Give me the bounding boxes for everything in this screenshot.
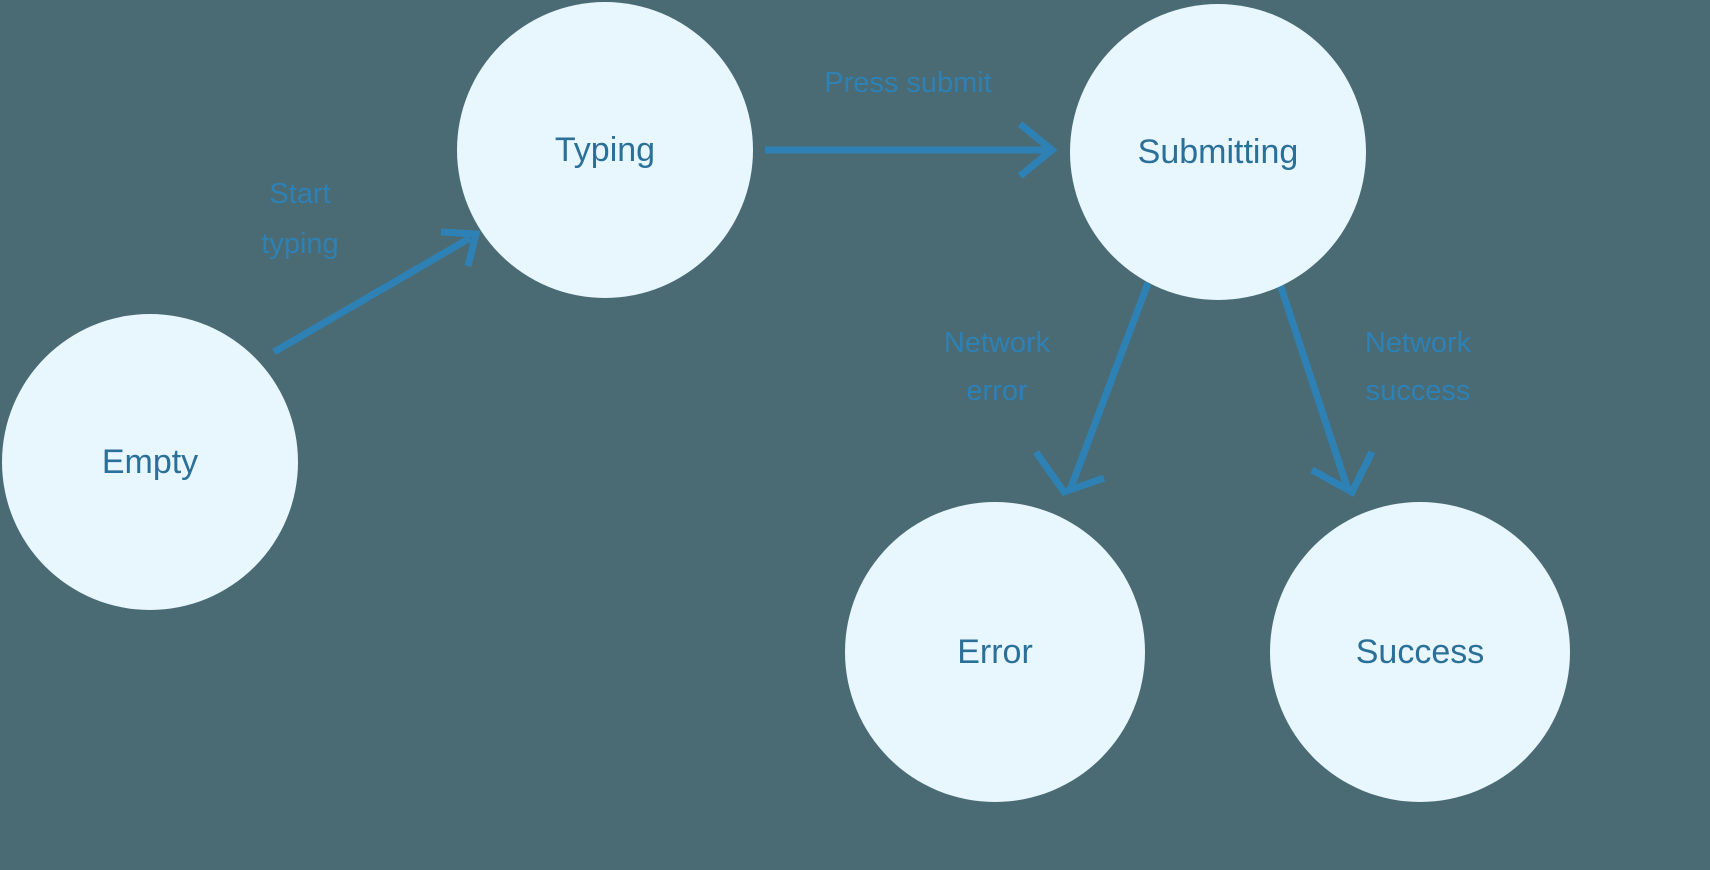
node-success[interactable]: Success — [1270, 502, 1570, 802]
edge-label-network-success: Network success — [1365, 327, 1472, 407]
edge-label-network-error: Network error — [944, 327, 1051, 407]
node-empty[interactable]: Empty — [2, 314, 298, 610]
node-submitting-circle[interactable] — [1070, 4, 1366, 300]
edge-typing-to-submitting-arrowhead — [1017, 121, 1058, 179]
edge-label-network-success-line-2: success — [1366, 375, 1471, 407]
node-submitting-label: Submitting — [1138, 133, 1299, 171]
node-typing[interactable]: Typing — [457, 2, 753, 298]
node-typing-label: Typing — [555, 131, 655, 169]
node-empty-circle[interactable] — [2, 314, 298, 610]
node-empty-label: Empty — [102, 443, 198, 481]
edge-label-network-error-line-2: error — [966, 375, 1028, 407]
edge-label-press-submit-line-1: Press submit — [824, 67, 992, 99]
node-success-circle[interactable] — [1270, 502, 1570, 802]
node-error-circle[interactable] — [845, 502, 1145, 802]
edge-label-start-typing-line-1: Start — [269, 178, 330, 210]
node-typing-circle[interactable] — [457, 2, 753, 298]
edge-label-network-error-line-1: Network — [944, 327, 1051, 359]
edge-empty-to-typing-line — [272, 234, 472, 356]
edge-submitting-to-success — [1274, 276, 1376, 497]
edge-typing-to-submitting — [765, 121, 1058, 179]
edge-empty-to-typing-arrowhead — [440, 228, 481, 267]
node-success-label: Success — [1356, 633, 1485, 671]
edge-submitting-to-success-line — [1274, 276, 1352, 492]
edge-label-start-typing-line-2: typing — [261, 228, 338, 260]
edge-label-start-typing: Start typing — [261, 178, 338, 260]
node-error-label: Error — [957, 633, 1033, 671]
edge-submitting-to-error-line — [1066, 281, 1152, 492]
edge-submitting-to-error-arrowhead — [1033, 449, 1106, 497]
node-submitting[interactable]: Submitting — [1070, 4, 1366, 300]
edge-submitting-to-error — [1033, 281, 1152, 497]
edge-label-press-submit: Press submit — [824, 67, 992, 99]
edge-label-network-success-line-1: Network — [1365, 327, 1472, 359]
node-error[interactable]: Error — [845, 502, 1145, 802]
edge-empty-to-typing — [272, 228, 481, 356]
edge-submitting-to-success-arrowhead — [1310, 450, 1376, 497]
